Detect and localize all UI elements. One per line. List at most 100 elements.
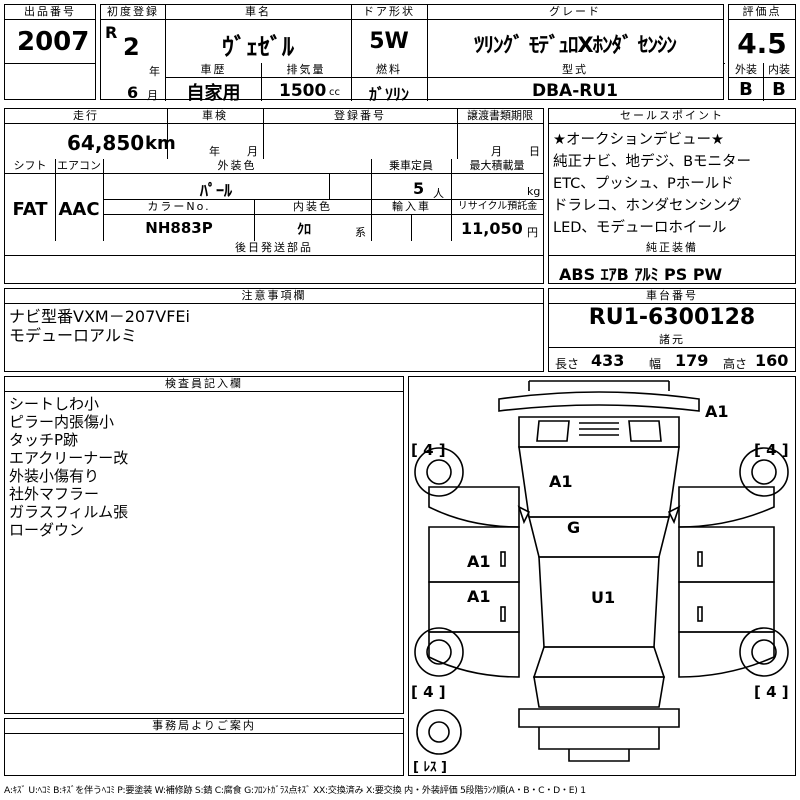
tire-front-left: [ 4 ] xyxy=(411,441,446,459)
height-label: 高さ xyxy=(723,357,748,371)
door-type: 5W xyxy=(369,29,409,54)
car-name: ｳﾞｪｾﾞﾙ xyxy=(222,33,294,61)
specs-label: 諸元 xyxy=(549,333,795,348)
reg-month: 6 xyxy=(127,83,139,102)
int-color-label: 内装色 xyxy=(254,200,371,215)
inspection-label: 車検 xyxy=(167,109,263,124)
tire-rear-left: [ 4 ] xyxy=(411,683,446,701)
office-box: 事務局よりご案内 xyxy=(4,718,404,776)
ext-color-label: 外装色 xyxy=(103,159,371,174)
sales-point-item: ドラレコ、ホンダセンシング xyxy=(553,198,742,214)
grade-label: グレード xyxy=(427,5,723,20)
transfer-day-unit: 日 xyxy=(529,145,540,158)
mileage: 64,850 xyxy=(67,131,145,155)
genuine-equip: ABS ｴｱB ｱﾙﾐ PS PW xyxy=(559,265,723,284)
inspector-note-item: タッチP跡 xyxy=(9,431,79,449)
inspector-note-item: ローダウン xyxy=(9,521,85,539)
aircon: AAC xyxy=(58,199,100,220)
vehicle-info-box: 初度登録 車名 ドア形状 グレード R 2 年 6 月 ｳﾞｪｾﾞﾙ 5W ﾂﾘ… xyxy=(100,4,725,104)
color-no-label: カラーNo. xyxy=(104,200,254,215)
model-code: DBA-RU1 xyxy=(531,81,618,101)
inspector-note-item: ピラー内張傷小 xyxy=(9,413,115,431)
mileage-unit: km xyxy=(145,133,176,154)
first-reg-label: 初度登録 xyxy=(101,5,165,20)
chassis-no: RU1-6300128 xyxy=(588,305,756,330)
recycle-label: リサイクル預託金 xyxy=(452,200,543,215)
interior-label: 内装 xyxy=(763,63,795,78)
sales-points-label: セールスポイント xyxy=(549,109,795,124)
sales-point-item: ETC、プッシュ、Pホールド xyxy=(553,176,734,192)
reg-no-label: 登録番号 xyxy=(263,109,457,124)
fuel-label: 燃料 xyxy=(351,63,427,78)
score-box: 評価点 4.5 外装 内装 B B xyxy=(728,4,796,101)
inspector-notes-list: シートしわ小ピラー内張傷小タッチP跡エアクリーナー改外装小傷有り社外マフラーガラ… xyxy=(9,395,128,539)
note-item: ナビ型番VXM－207VFEi xyxy=(9,307,190,326)
spare-tire: [ ﾚｽ ] xyxy=(413,760,447,774)
sales-point-item: LED、モデューロホイール xyxy=(553,220,727,236)
inspection-month-unit: 月 xyxy=(247,145,258,158)
genuine-equip-label: 純正装備 xyxy=(549,241,795,256)
car-diagram-box: A1 A1 G A1 A1 U1 [ 4 ] [ 4 ] [ 4 ] [ 4 ]… xyxy=(408,376,796,776)
length-label: 長さ xyxy=(555,357,580,371)
tire-rear-right: [ 4 ] xyxy=(754,683,789,701)
displacement-unit: cc xyxy=(329,87,340,98)
interior-grade: B xyxy=(772,79,786,100)
length: 433 xyxy=(591,351,625,370)
recycle-unit: 円 xyxy=(527,226,538,239)
inspector-label: 検査員記入欄 xyxy=(5,377,403,392)
lot-number: 2007 xyxy=(17,27,90,57)
transfer-deadline-label: 譲渡書類期限 xyxy=(457,109,543,124)
inspector-note-item: ガラスフィルム張 xyxy=(9,503,129,521)
sales-point-item: 純正ナビ、地デジ、Bモニター xyxy=(553,154,752,170)
chassis-label: 車台番号 xyxy=(549,289,795,304)
mark-hood: A1 xyxy=(549,472,573,491)
history-label: 車歴 xyxy=(166,63,261,78)
import-label: 輸入車 xyxy=(372,200,451,215)
recycle: 11,050 xyxy=(461,219,523,238)
exterior-label: 外装 xyxy=(729,63,763,78)
car-diagram: A1 A1 G A1 A1 U1 [ 4 ] [ 4 ] [ 4 ] [ 4 ]… xyxy=(411,380,789,774)
mark-roof: G xyxy=(567,518,580,537)
aircon-label: エアコン xyxy=(55,159,103,174)
chassis-box: 車台番号 RU1-6300128 諸元 長さ 433 幅 179 高さ 160 xyxy=(548,288,796,372)
tire-front-right: [ 4 ] xyxy=(754,441,789,459)
displacement: 1500 xyxy=(279,81,327,101)
capacity-label: 乗車定員 xyxy=(371,159,451,174)
score: 4.5 xyxy=(737,27,787,60)
model-code-label: 型式 xyxy=(427,63,723,78)
lot-number-label: 出品番号 xyxy=(5,5,95,20)
int-color-unit: 系 xyxy=(355,226,366,239)
displacement-label: 排気量 xyxy=(261,63,351,78)
mark-left-rear-door: A1 xyxy=(467,587,491,606)
transfer-month-unit: 月 xyxy=(491,145,502,158)
history: 自家用 xyxy=(186,83,241,104)
inspector-note-item: シートしわ小 xyxy=(9,395,100,413)
reg-year: 2 xyxy=(123,33,140,61)
grade: ﾂﾘﾝｸﾞ ﾓﾃﾞｭﾛXﾎﾝﾀﾞ ｾﾝｼﾝ xyxy=(474,33,677,57)
max-load-label: 最大積載量 xyxy=(451,159,543,174)
exterior-grade: B xyxy=(739,79,753,100)
year-unit: 年 xyxy=(149,65,160,78)
mileage-label: 走行 xyxy=(5,109,167,124)
height: 160 xyxy=(755,351,789,370)
width-label: 幅 xyxy=(649,357,662,371)
note-item: モデューロアルミ xyxy=(9,326,137,345)
era: R xyxy=(105,23,118,42)
color-no: NH883P xyxy=(145,219,213,237)
lot-number-box: 出品番号 2007 xyxy=(4,4,96,100)
notes-label: 注意事項欄 xyxy=(5,289,543,304)
inspector-box: 検査員記入欄 シートしわ小ピラー内張傷小タッチP跡エアクリーナー改外装小傷有り社… xyxy=(4,376,404,714)
ext-color: ﾊﾟｰﾙ xyxy=(199,181,232,200)
details-box: 走行 車検 登録番号 譲渡書類期限 64,850 km 年 月 月 日 シフト … xyxy=(4,108,544,284)
fuel: ｶﾞｿﾘﾝ xyxy=(368,85,409,104)
width: 179 xyxy=(675,351,709,370)
shift: FAT xyxy=(12,199,48,220)
inspector-note-item: 社外マフラー xyxy=(9,485,100,503)
score-label: 評価点 xyxy=(729,5,795,20)
month-unit: 月 xyxy=(147,89,158,102)
capacity: 5 xyxy=(413,179,425,198)
mark-top-right: A1 xyxy=(705,402,729,421)
